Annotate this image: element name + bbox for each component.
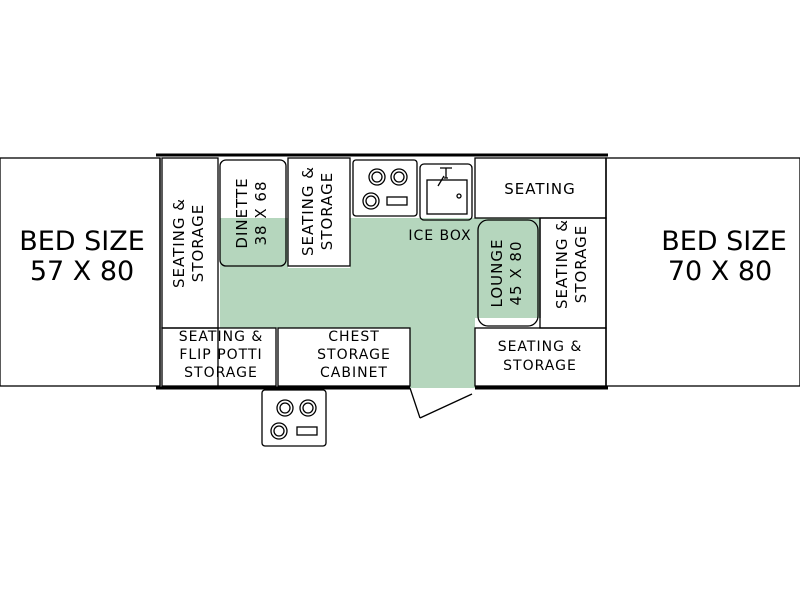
dinette — [219, 159, 287, 267]
sink-icon — [419, 163, 473, 221]
floor-area — [220, 218, 540, 388]
seating-storage-left-line2: STORAGE — [189, 204, 207, 282]
seating-storage-mid-line1: SEATING & — [299, 166, 317, 256]
bed-right-title: BED SIZE — [661, 226, 787, 257]
stove-top-icon — [352, 159, 418, 217]
outdoor-stove-icon — [261, 389, 327, 447]
dinette-line2: 38 X 68 — [252, 181, 270, 246]
dinette-line1: DINETTE — [233, 177, 251, 248]
seating-storage-mid-line2: STORAGE — [318, 172, 336, 250]
bed-right-size: 70 X 80 — [668, 256, 772, 287]
lounge-line1: LOUNGE — [488, 239, 506, 308]
chest-line2: STORAGE — [317, 347, 391, 363]
seating-potti — [161, 327, 277, 387]
seating-potti-line1: SEATING & — [179, 329, 264, 345]
seating-potti-line2: FLIP POTTI — [179, 347, 262, 363]
seating-potti-line3: STORAGE — [184, 365, 258, 381]
lounge — [477, 219, 539, 327]
seating-storage-br-line2: STORAGE — [503, 358, 577, 374]
bed-left-size: 57 X 80 — [30, 256, 134, 287]
lounge-line2: 45 X 80 — [507, 241, 525, 306]
chest-line1: CHEST — [328, 329, 380, 345]
seating-storage-br — [474, 327, 607, 387]
bed-left-title: BED SIZE — [19, 226, 145, 257]
seating-storage-right-line2: STORAGE — [572, 225, 590, 303]
seating-storage-mid — [287, 157, 351, 267]
faucet-icon — [437, 167, 452, 187]
chest-cabinet — [277, 327, 411, 387]
seating-storage-right-line1: SEATING & — [553, 219, 571, 309]
seating-storage-br-line1: SEATING & — [498, 339, 583, 355]
door-icon — [409, 387, 473, 419]
seating-storage-left-line1: SEATING & — [170, 198, 188, 288]
seating-label: SEATING — [504, 180, 576, 198]
ice-box-label: ICE BOX — [408, 228, 471, 244]
chest-line3: CABINET — [320, 365, 388, 381]
